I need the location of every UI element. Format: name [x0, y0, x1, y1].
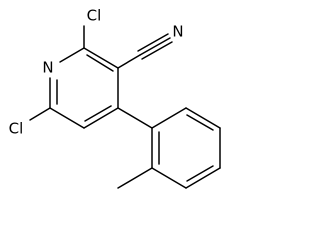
bond-c5-c6 [49, 107, 85, 129]
bond-nitrile-3 [141, 41, 173, 60]
bond-tolyl-3 [185, 167, 221, 189]
bond-methyl [117, 167, 153, 189]
bond-tolyl-5-double [186, 114, 214, 131]
bond-c2-c3-double [86, 54, 114, 72]
bond-c4-c5 [83, 107, 119, 129]
bond-tolyl-2 [151, 167, 187, 189]
bond-tolyl-6 [151, 107, 187, 129]
atom-label-cl-bottom: Cl [9, 120, 24, 138]
chemical-structure-diagram: Cl Cl N N [9, 7, 221, 189]
bond-c4-aryl [117, 107, 153, 129]
atom-label-n-ring: N [42, 59, 53, 77]
bond-c6-cl [29, 107, 51, 121]
atom-label-n-nitrile: N [172, 23, 183, 41]
bond-tolyl-3-double [186, 165, 214, 182]
bond-c2-c3 [83, 47, 119, 69]
bond-n1-c2 [59, 47, 85, 63]
bond-nitrile-1 [139, 37, 171, 56]
bond-c4-c5-double [84, 105, 112, 122]
atom-label-cl-top: Cl [87, 7, 102, 25]
bond-nitrile-2 [137, 33, 169, 52]
bond-c3-cn [117, 54, 141, 69]
bond-tolyl-5 [185, 107, 221, 129]
